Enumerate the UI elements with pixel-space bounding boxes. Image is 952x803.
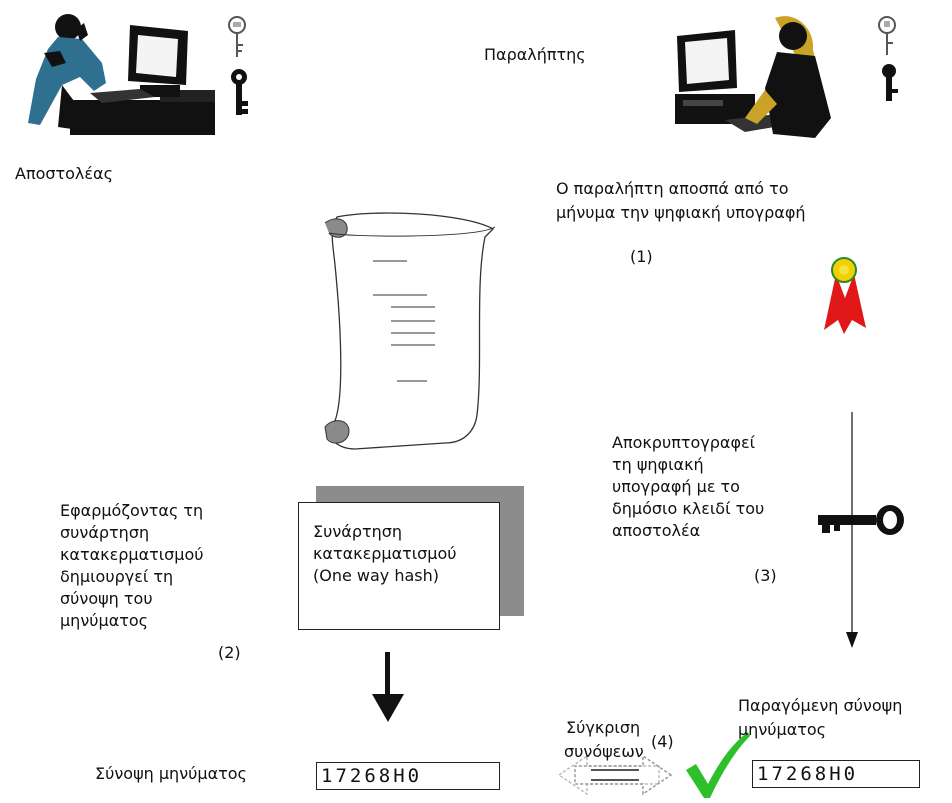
step2-line: μηνύματος: [60, 611, 149, 630]
step2-line: κατακερματισμού: [60, 545, 204, 564]
step3-line: δημόσιο κλειδί του: [612, 499, 765, 518]
step2-line: σύνοψη του: [60, 589, 153, 608]
step1-number: (1): [630, 247, 653, 266]
receiver-label: Παραλήπτης: [484, 45, 586, 64]
step3-number: (3): [754, 566, 777, 585]
produced-digest-value: 17268H0: [752, 760, 920, 788]
step3-text: Αποκρυπτογραφεί τη ψηφιακή υπογραφή με τ…: [612, 432, 764, 542]
step3-line: Αποκρυπτογραφεί: [612, 433, 756, 452]
hash-box-line3: (One way hash): [313, 566, 440, 585]
hash-box-line1: Συνάρτηση: [313, 522, 403, 541]
hash-box-line2: κατακερματισμού: [313, 544, 457, 563]
step2-line: Εφαρμόζοντας τη: [60, 501, 204, 520]
step4-line1: Σύγκριση: [566, 718, 641, 737]
step4-line2: συνόψεων: [564, 742, 644, 761]
sender-label: Αποστολέας: [15, 164, 113, 183]
step2-text: Εφαρμόζοντας τη συνάρτηση κατακερματισμο…: [60, 500, 204, 632]
receiver-key-pair-icon: [878, 16, 898, 101]
step4-number: (4): [651, 732, 674, 751]
public-key-icon: [818, 505, 904, 535]
produced-digest-line1: Παραγόμενη σύνοψη: [738, 696, 903, 715]
scroll-document-icon: [324, 212, 496, 450]
sender-key-pair-icon: [228, 16, 248, 115]
checkmark-icon: [686, 732, 750, 798]
step3-line: τη ψηφιακή: [612, 455, 704, 474]
step2-number: (2): [218, 643, 241, 662]
produced-digest-line2: μηνύματος: [738, 720, 827, 739]
digital-signature-seal-icon: [824, 257, 866, 334]
step1-text-line1: Ο παραλήπτη αποσπά από το: [556, 179, 789, 198]
message-digest-label: Σύνοψη μηνύματος: [95, 764, 247, 783]
step2-line: δημιουργεί τη: [60, 567, 174, 586]
hash-down-arrow: [372, 652, 404, 722]
step1-text-line2: μήνυμα την ψηφιακή υπογραφή: [556, 203, 806, 222]
receiver-person-at-computer-icon: [675, 16, 831, 138]
sender-person-at-computer-icon: [28, 14, 215, 135]
step2-line: συνάρτηση: [60, 523, 150, 542]
compare-arrows-icon: [557, 754, 673, 796]
step3-line: υπογραφή με το: [612, 477, 740, 496]
message-digest-value: 17268H0: [316, 762, 500, 790]
step3-line: αποστολέα: [612, 521, 701, 540]
hash-function-box: Συνάρτηση κατακερματισμού (One way hash): [298, 502, 500, 630]
